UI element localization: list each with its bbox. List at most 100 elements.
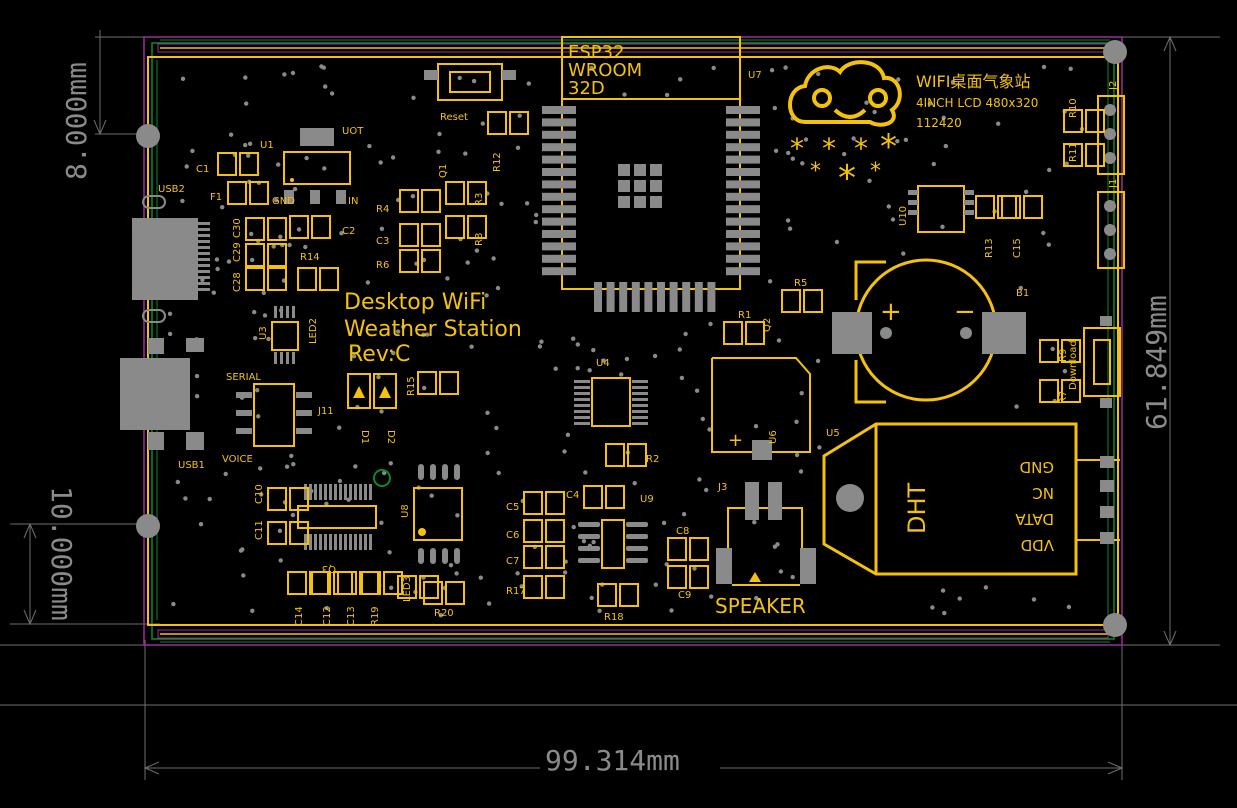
esp32-pad: [542, 242, 576, 251]
j2-header: [1097, 95, 1125, 175]
via: [681, 512, 687, 517]
via: [480, 121, 485, 126]
ref-j1: J1: [1108, 179, 1119, 189]
ref-c5: C5: [506, 502, 519, 513]
passive-footprint: [245, 217, 287, 241]
via: [329, 91, 335, 96]
esp32-pad: [542, 155, 576, 164]
via: [287, 242, 292, 248]
via: [445, 276, 450, 281]
dht-label: DHT: [903, 482, 931, 534]
via: [903, 137, 909, 142]
via: [495, 285, 501, 291]
via: [469, 344, 474, 349]
via: [940, 588, 946, 593]
via: [246, 153, 251, 158]
u2-chip: [297, 484, 377, 550]
passive-components: [217, 109, 1105, 607]
diodes: [347, 373, 397, 409]
u2-pin: [314, 534, 317, 550]
via: [983, 585, 989, 590]
esp32-pad: [726, 180, 760, 189]
esp32-pad: [726, 267, 760, 276]
via: [1023, 189, 1029, 194]
ref-in: IN: [348, 196, 358, 207]
u4-pin: [632, 380, 648, 383]
u4-pin: [574, 404, 590, 407]
via: [250, 257, 255, 263]
via: [484, 293, 489, 298]
via: [553, 366, 558, 371]
buzzer-plus: +: [728, 430, 743, 451]
via: [465, 260, 470, 265]
via: [367, 143, 372, 149]
via: [391, 350, 396, 356]
via: [296, 227, 302, 232]
passive-footprint: [217, 152, 259, 176]
passive-footprint: [605, 443, 647, 467]
battery-plus: +: [880, 297, 902, 327]
esp32-pad: [726, 130, 760, 139]
serial-label: SERIAL: [226, 372, 261, 383]
esp32-pad: [726, 205, 760, 214]
ref-u6: U6: [768, 430, 779, 444]
via: [271, 244, 276, 249]
reset-label: Reset: [440, 112, 468, 123]
passive-footprint: [781, 289, 823, 313]
ref-c13: C13: [346, 606, 357, 626]
via: [692, 566, 697, 571]
passive-footprint: [399, 189, 441, 213]
dim-height-bottom: 10.000mm: [45, 486, 78, 621]
u4-pin: [574, 416, 590, 419]
via: [365, 280, 371, 285]
via: [941, 115, 946, 120]
esp32-ground-pad: [634, 180, 646, 192]
u2-pin: [304, 484, 307, 500]
via: [324, 605, 329, 611]
ref-c4: C4: [566, 490, 579, 501]
u4-pin: [632, 398, 648, 401]
esp32-ground-pad: [618, 164, 630, 176]
via: [591, 539, 596, 545]
esp32-pad: [594, 282, 602, 312]
via: [581, 539, 587, 544]
via: [677, 347, 682, 352]
ref-j11: J11: [317, 406, 334, 417]
download-button-footprint: [1083, 316, 1121, 408]
via: [864, 100, 869, 105]
u2-pin: [309, 484, 312, 500]
via: [496, 470, 501, 476]
esp32-pad: [726, 106, 760, 114]
ref-u1: U1: [260, 140, 274, 151]
via: [388, 461, 393, 466]
u2-pin: [304, 534, 307, 550]
passive-footprint: [267, 521, 309, 545]
ref-u8: U8: [400, 504, 411, 518]
u1-regulator: [283, 128, 351, 204]
via: [669, 608, 674, 613]
svg-text:*: *: [822, 132, 836, 165]
via: [378, 160, 383, 165]
u4-pin: [632, 422, 648, 425]
dimension-arrows: [23, 35, 1177, 775]
esp32-pad: [619, 282, 628, 312]
download-label: Download: [1068, 340, 1079, 390]
u4-pin: [632, 416, 648, 419]
via: [872, 109, 877, 115]
via: [485, 450, 490, 456]
via: [785, 218, 791, 223]
u9-chip: [578, 519, 648, 569]
via: [289, 453, 294, 459]
u2-pin: [369, 484, 372, 500]
via: [571, 524, 576, 530]
via: [752, 520, 757, 525]
via: [927, 101, 932, 106]
battery-hole-1: [880, 327, 892, 339]
esp32-pad: [542, 143, 576, 152]
via: [436, 149, 441, 154]
via: [571, 336, 576, 341]
via: [256, 414, 261, 419]
u2-pin: [344, 484, 347, 500]
passive-footprint: [667, 537, 709, 561]
